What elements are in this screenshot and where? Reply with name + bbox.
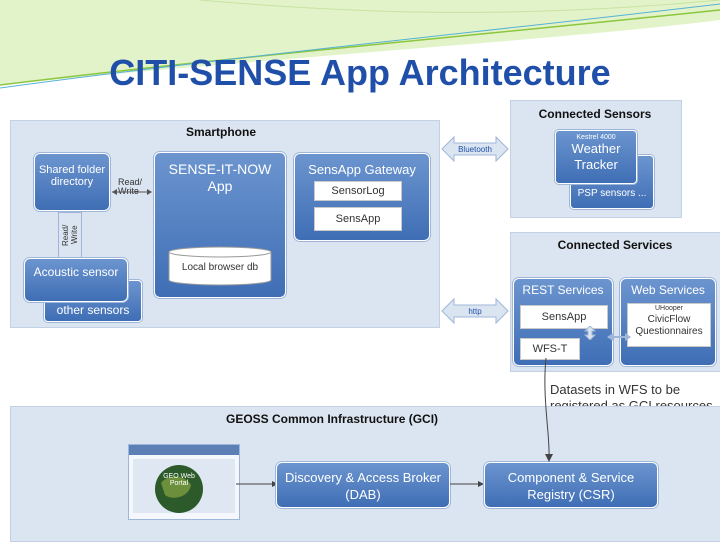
dab-box: Discovery & Access Broker (DAB) [276,462,450,508]
uhooper-label: UHooper [654,305,683,312]
psp-sensors-label: PSP sensors ... [577,188,647,199]
wfs-web-arrow [607,333,631,341]
questionnaires-label: Questionnaires [635,326,703,337]
web-services-label: Web Services [631,283,705,297]
rest-sensapp-box: SensApp [520,305,608,329]
smartphone-title: Smartphone [186,125,257,139]
bluetooth-arrow [441,135,509,163]
civicflow-label: CivicFlow [647,314,691,325]
sensapp-box: SensApp [314,207,402,231]
shared-folder-box: Shared folder directory [34,153,110,211]
web-services-list: UHooper CivicFlow Questionnaires [627,303,711,347]
read-write-arrow-1 [112,189,152,195]
read-write-label-1: Read/ Write [118,177,143,196]
http-label: http [468,307,482,316]
read-write-arrow-2: Read/ Write [58,212,82,258]
portal-to-dab-arrow [236,481,278,487]
portal-globe [133,459,235,513]
read-write-label-2: Read/ Write [61,224,79,246]
gateway-label: SensApp Gateway [308,162,416,177]
bluetooth-label: Bluetooth [458,145,492,154]
csr-box: Component & Service Registry (CSR) [484,462,658,508]
dab-to-csr-arrow [450,481,484,487]
sensorlog-box: SensorLog [314,181,402,201]
gci-title: GEOSS Common Infrastructure (GCI) [226,412,439,426]
sensapp-wfs-arrow [584,326,596,340]
geo-web-portal-screenshot: GEO Web Portal [128,444,240,520]
connected-sensors-title: Connected Sensors [538,107,652,121]
sense-it-now-label: SENSE-IT-NOW App [168,161,272,194]
weather-tracker-label: Weather Tracker [571,141,621,172]
slide-title: CITI-SENSE App Architecture [109,52,611,93]
acoustic-sensor-box: Acoustic sensor [24,258,128,302]
connected-services-title: Connected Services [557,238,673,252]
local-db-cylinder [168,246,272,286]
weather-tracker-box: Kestrel 4000 Weather Tracker [555,130,637,184]
http-arrow [441,297,509,325]
rest-services-label: REST Services [522,283,604,297]
geo-web-portal-label: GEO Web Portal [163,473,195,487]
portal-header [129,445,239,455]
local-db-label: Local browser db [181,262,259,273]
other-sensors-label: other sensors [56,303,130,317]
header-swoosh [0,0,720,89]
wfs-to-csr-arrow [544,357,553,462]
kestrel-label: Kestrel 4000 [576,134,616,141]
wfs-t-box: WFS-T [520,338,580,360]
